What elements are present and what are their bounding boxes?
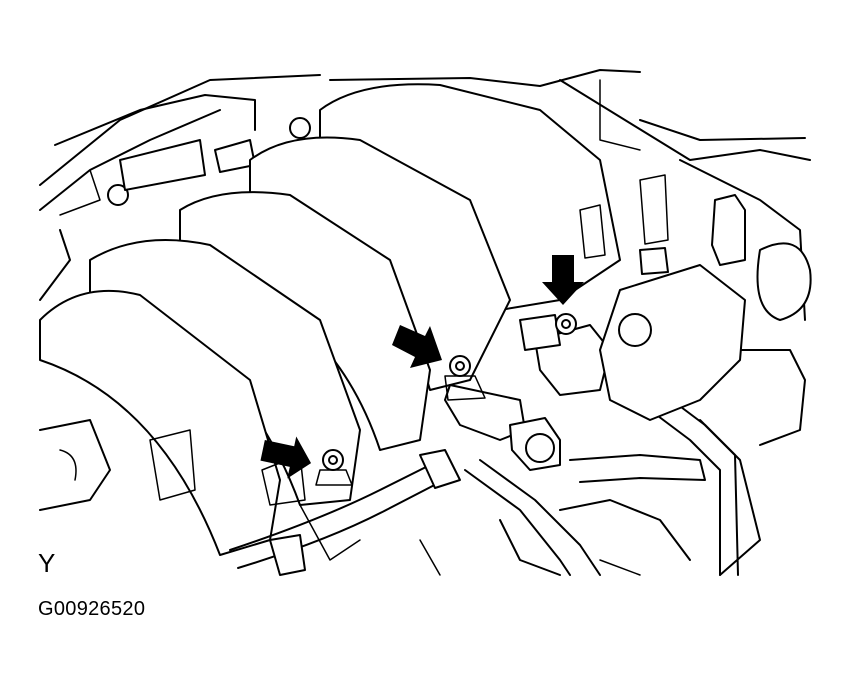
arrow-icon bbox=[260, 436, 312, 479]
bolt-icon bbox=[555, 313, 577, 335]
bolt-icon bbox=[444, 355, 486, 401]
sensor-and-brackets bbox=[444, 264, 746, 471]
bolt-icon bbox=[315, 449, 353, 486]
arrow-icon bbox=[542, 255, 584, 305]
engine-bay-background bbox=[39, 69, 812, 576]
view-letter: Y bbox=[38, 548, 56, 578]
hose-assembly bbox=[229, 344, 739, 576]
arrow-icon bbox=[392, 325, 442, 368]
intake-manifold bbox=[39, 83, 669, 561]
figure-code: G00926520 bbox=[38, 598, 146, 620]
